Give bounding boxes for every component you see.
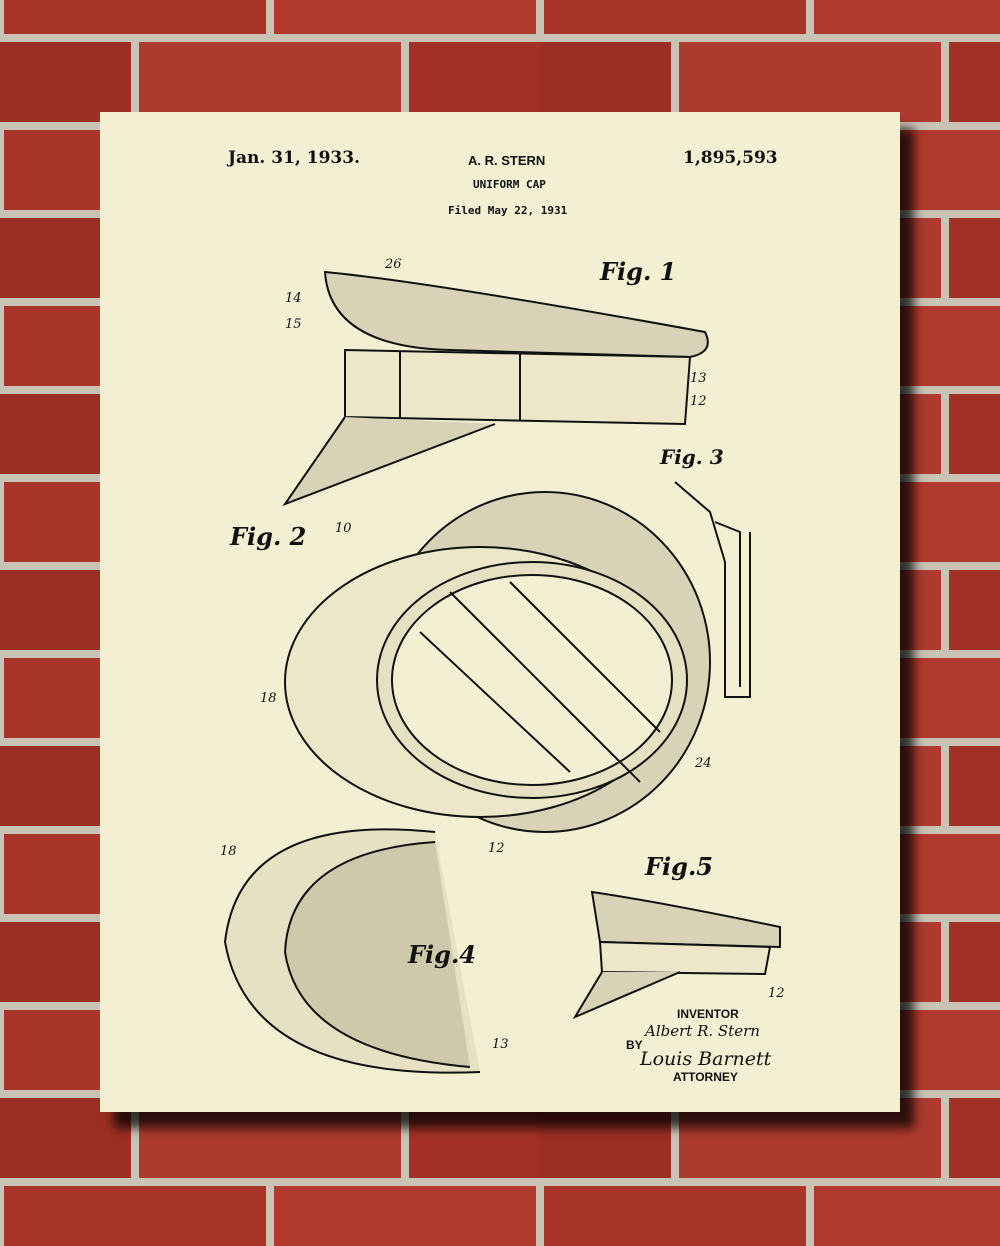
patent-title: UNIFORM CAP [473,178,546,191]
fig4-visor-view [223,828,481,1074]
fig1-cap-side-view [282,270,709,507]
svg-text:12: 12 [690,394,707,409]
svg-text:12: 12 [768,986,785,1001]
svg-text:18: 18 [220,844,237,859]
svg-text:13: 13 [690,371,707,386]
figure-label-5: Fig.5 [645,852,713,881]
fig5-cap-small [572,890,781,1020]
by-label: BY [626,1038,643,1052]
figure-label-3: Fig. 3 [660,445,724,469]
filed-date: Filed May 22, 1931 [448,204,568,217]
svg-text:13: 13 [492,1037,509,1052]
fig2-cap-top-view [284,491,711,833]
fig3-section-view [674,481,751,698]
figure-label-4: Fig.4 [408,940,476,969]
svg-text:18: 18 [260,691,277,706]
svg-text:24: 24 [694,756,712,771]
inventor-label: INVENTOR [677,1007,739,1021]
patent-date: Jan. 31, 1933. [228,148,360,168]
figure-label-1: Fig. 1 [600,257,677,286]
attorney-signature: Louis Barnett [640,1048,772,1070]
attorney-label: ATTORNEY [673,1070,738,1084]
patent-poster: 26 14 15 12 13 10 18 24 18 12 12 13 Jan. 31, 1… [100,112,900,1112]
patent-drawing: 26 14 15 12 13 10 18 24 18 12 12 13 [220,257,785,1074]
svg-text:15: 15 [285,317,302,332]
svg-text:10: 10 [335,521,352,536]
svg-text:12: 12 [488,841,505,856]
inventor-header: A. R. STERN [468,153,546,168]
svg-text:26: 26 [384,257,402,272]
inventor-name: Albert R. Stern [645,1022,760,1040]
patent-number: 1,895,593 [683,148,778,168]
svg-text:14: 14 [285,291,302,306]
figure-label-2: Fig. 2 [230,522,307,551]
